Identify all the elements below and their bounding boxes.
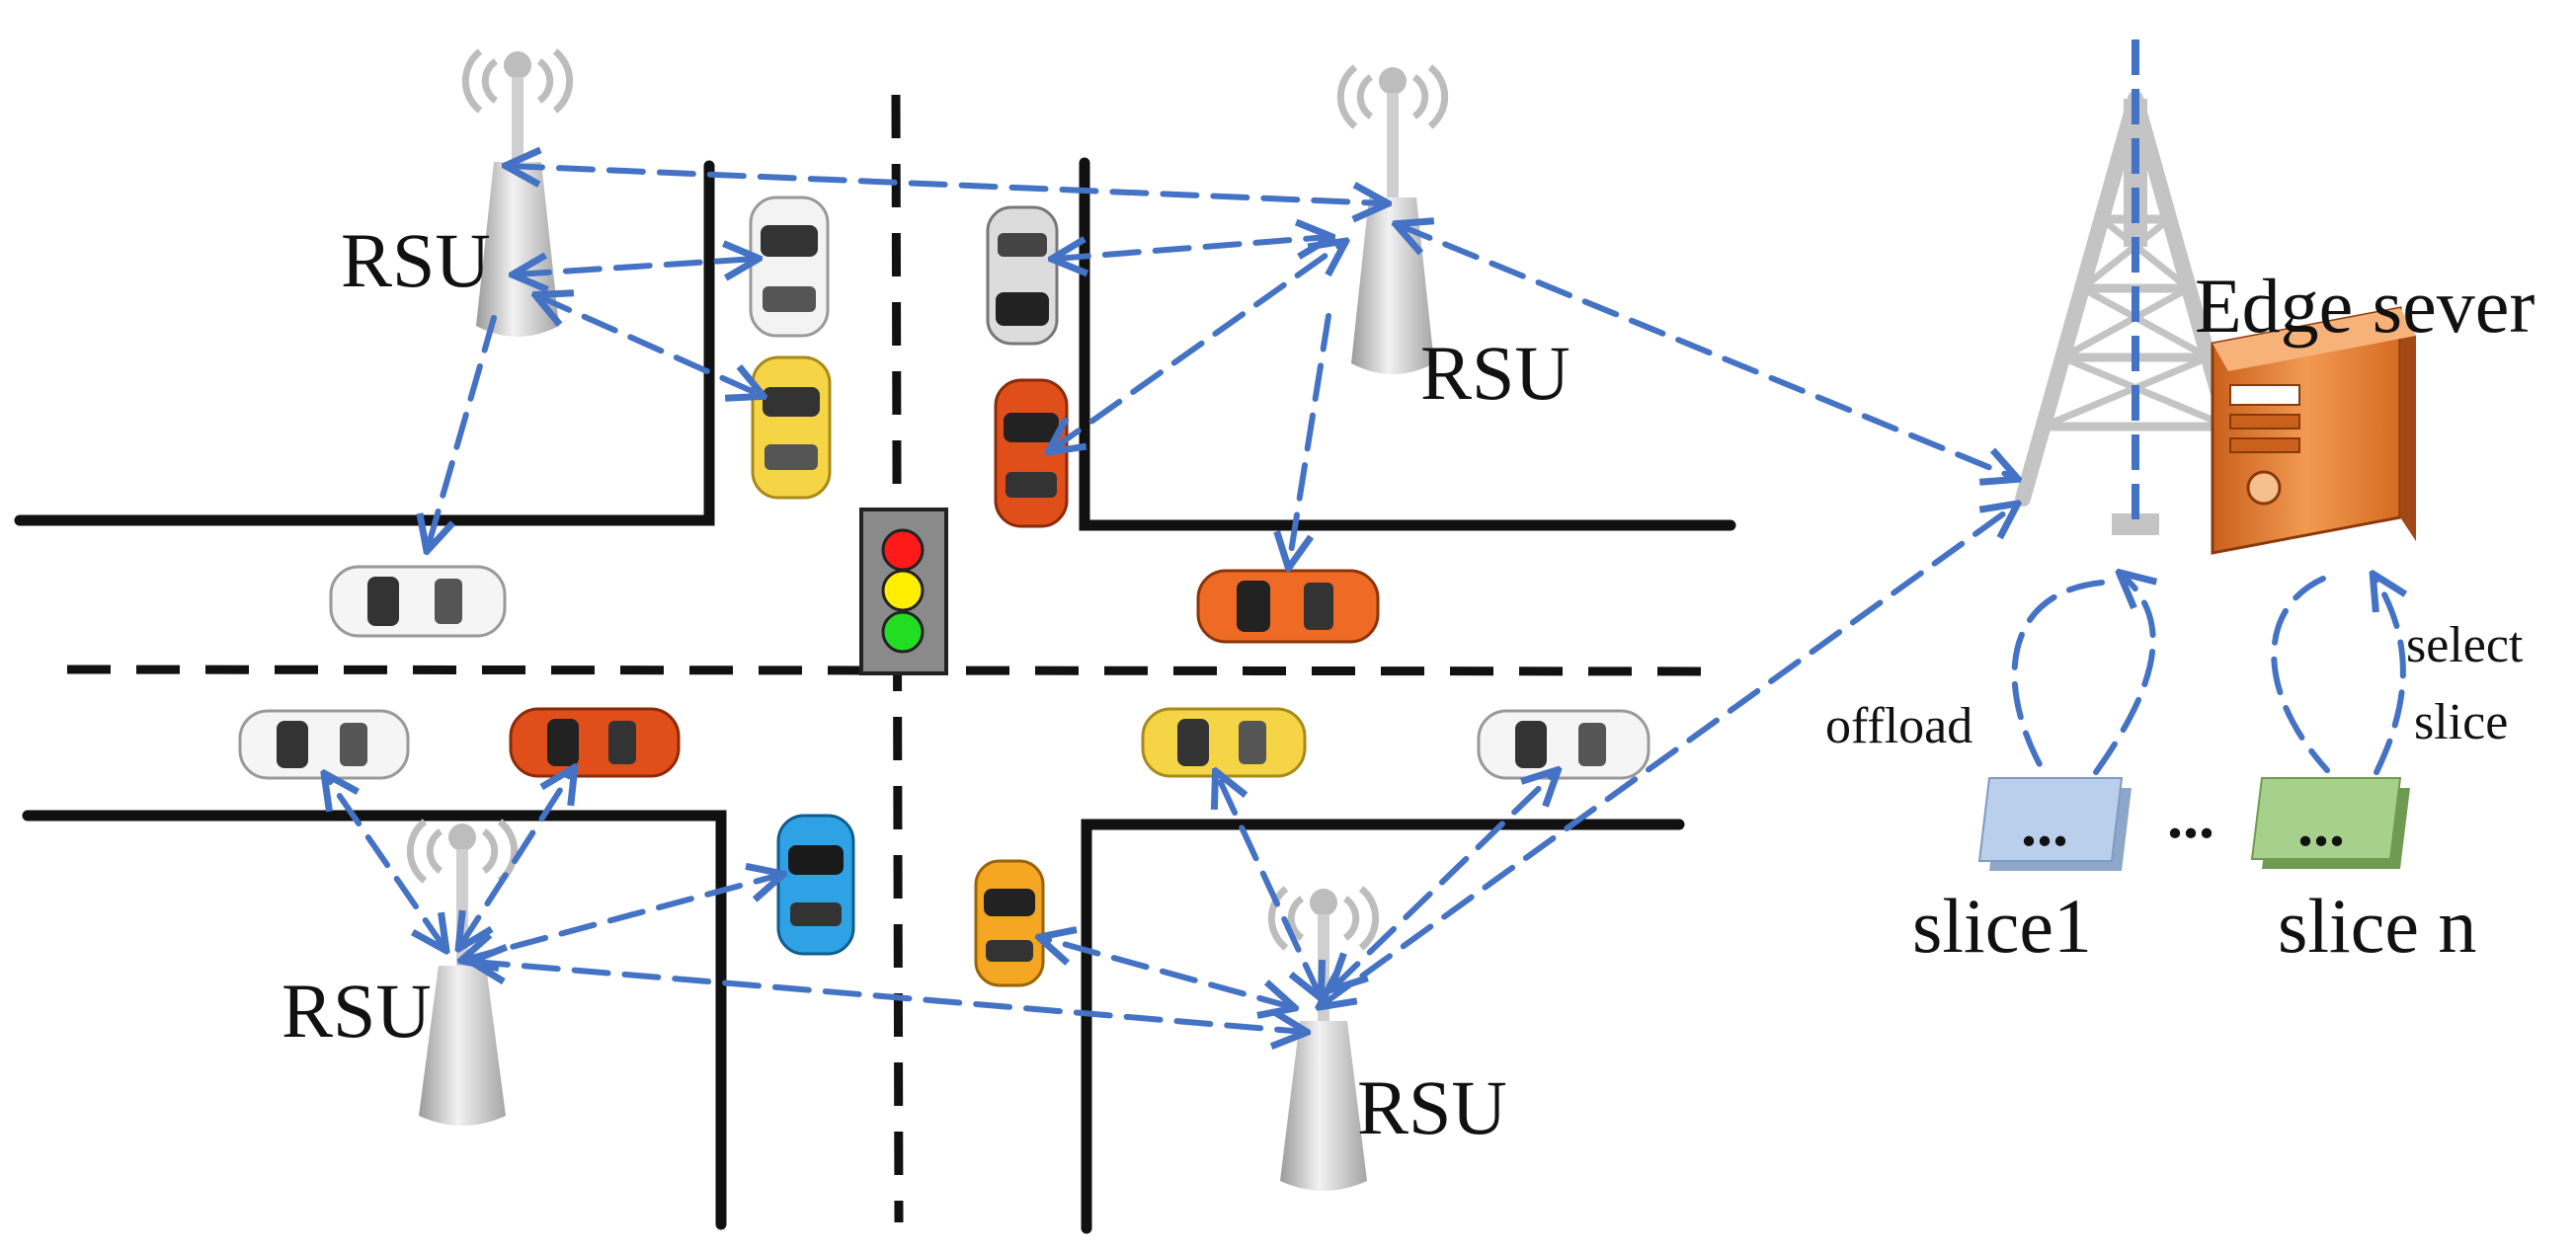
slice1-label: slice1	[1912, 883, 2092, 969]
arrow-rsu-bl-to-white-car	[326, 776, 444, 948]
communication-arrows	[326, 166, 2403, 1032]
car-icon-orange-vertical	[974, 859, 1045, 987]
slice-n-icon	[2250, 777, 2410, 869]
arrow-rsu-br-to-orange-car	[1042, 938, 1292, 1007]
edge-server-icon	[2211, 306, 2416, 555]
arrow-rsu-tr-to-base-station	[1399, 225, 2015, 478]
select-slice-label-line1: select	[2406, 617, 2524, 673]
edge-server-label: Edge sever	[2195, 263, 2535, 349]
arrow-offload-loop	[2011, 575, 2153, 775]
slice-n-content-dots: ...	[2297, 789, 2345, 859]
rsu-label-bottom-left: RSU	[282, 968, 432, 1054]
arrow-rsu-tr-to-silver-car	[1055, 237, 1328, 259]
rsu-label-bottom-right: RSU	[1357, 1064, 1507, 1150]
arrow-rsu-tl-to-white-car-left	[428, 315, 497, 548]
arrow-rsu-bl-to-rsu-br	[474, 962, 1304, 1032]
car-icon-white-vertical	[749, 196, 830, 338]
car-icon-red-horizontal	[509, 707, 681, 778]
car-icon-white-horizontal-1	[329, 565, 507, 638]
arrow-rsu-tr-to-red-car	[1051, 243, 1343, 450]
car-icon-red-vertical	[994, 378, 1069, 528]
car-icon-yellow-vertical	[751, 355, 832, 500]
between-slices-dots: ...	[2167, 781, 2214, 851]
car-icon-blue-vertical	[776, 814, 855, 956]
arrow-rsu-bl-to-red-car	[460, 770, 573, 946]
arrow-rsu-tl-to-white-car	[516, 259, 756, 274]
arrow-rsu-br-to-yellow-car	[1217, 774, 1320, 995]
select-slice-label-line2: slice	[2414, 694, 2508, 750]
car-icon-orange-horizontal	[1196, 569, 1380, 644]
car-icon-yellow-horizontal	[1141, 707, 1307, 778]
arrow-rsu-tl-to-rsu-tr	[509, 166, 1385, 203]
road-edge-bottom-right	[1081, 819, 1685, 1234]
arrow-rsu-br-to-base-station	[1322, 506, 2015, 1005]
rsu-tower-icon-top-right	[1336, 64, 1449, 374]
arrow-rsu-br-to-white-car-right	[1333, 772, 1556, 987]
offload-label: offload	[1825, 698, 1972, 754]
arrow-rsu-tl-to-yellow-car	[538, 296, 761, 395]
car-icon-white-horizontal-3	[1477, 709, 1650, 780]
arrow-select-slice-loop	[2271, 577, 2403, 775]
car-icon-white-horizontal-2	[238, 709, 410, 780]
arrow-rsu-tr-to-orange-car	[1289, 313, 1331, 565]
arrow-rsu-bl-to-blue-car	[464, 875, 780, 960]
rsu-label-top-right: RSU	[1420, 330, 1570, 416]
car-icon-silver-vertical	[986, 205, 1059, 346]
road-edge-bottom-left	[22, 810, 727, 1230]
slice1-content-dots: ...	[2021, 789, 2068, 859]
slice-n-label: slice n	[2278, 883, 2476, 969]
rsu-label-top-left: RSU	[341, 217, 491, 303]
traffic-light-icon	[859, 508, 948, 675]
